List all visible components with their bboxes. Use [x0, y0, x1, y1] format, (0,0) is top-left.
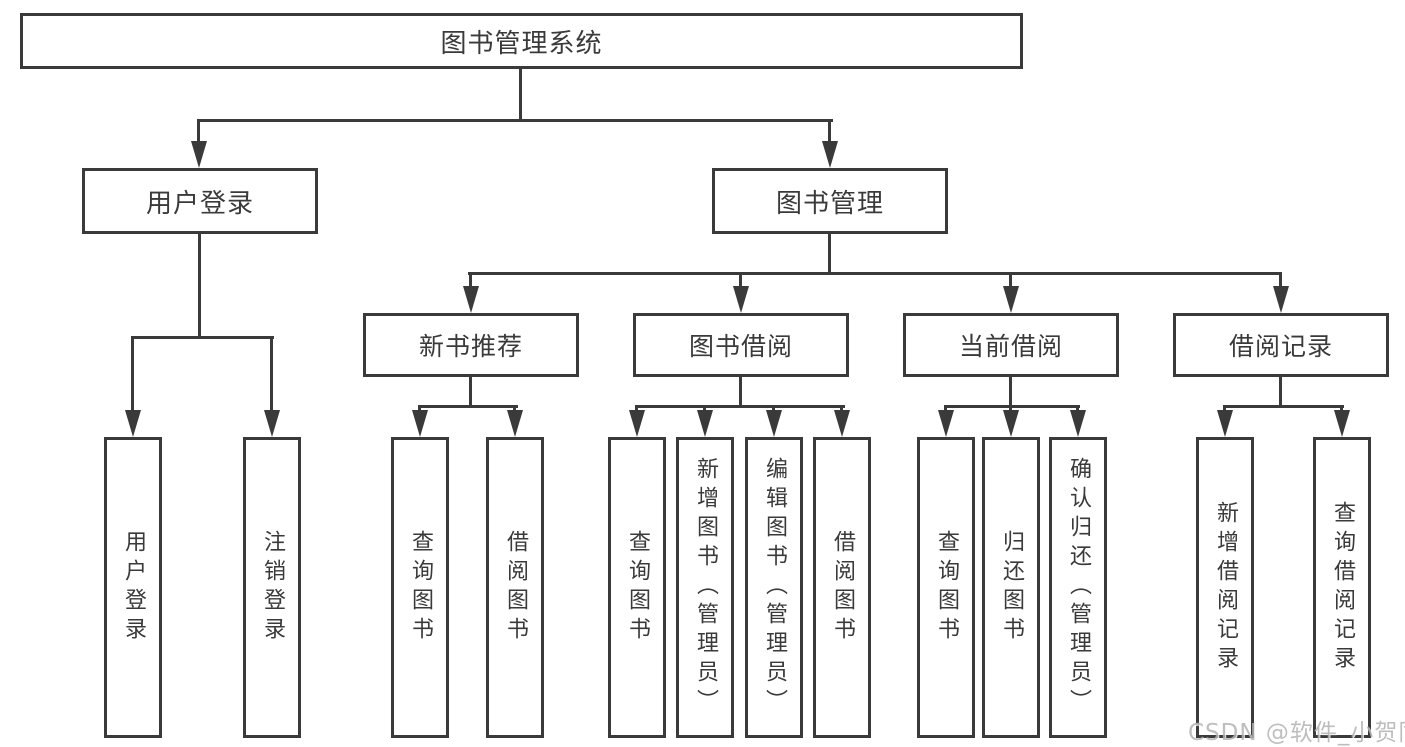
connector-new-book-rail	[418, 405, 518, 408]
connector-book-mgmt-drop-3	[1009, 272, 1012, 288]
node-current-borrow: 当前借阅	[903, 313, 1119, 377]
connector-new-book-stem	[469, 376, 472, 407]
connector-user-login-drop-1	[131, 336, 134, 412]
leaf-cb-return-books: 归还图书	[982, 437, 1040, 738]
connector-root-rail	[197, 119, 833, 122]
arrowhead-nb-borrow	[507, 410, 523, 437]
connector-root-drop-right	[828, 119, 831, 144]
connector-root-drop-left	[197, 119, 200, 144]
connector-user-login-drop-2	[270, 336, 273, 412]
arrowhead-book-borrow	[733, 286, 749, 313]
connector-new-book-drop-2	[513, 405, 516, 413]
connector-current-borrow-stem	[1009, 376, 1012, 407]
connector-user-login-stem	[198, 233, 201, 337]
leaf-nb-borrow-books: 借阅图书	[486, 437, 544, 738]
node-library-management-system: 图书管理系统	[20, 13, 1023, 69]
connector-book-mgmt-drop-1	[469, 272, 472, 288]
connector-current-borrow-drop-3	[1076, 405, 1079, 413]
arrowhead-cb-return	[1003, 410, 1019, 437]
connector-new-book-drop-1	[418, 405, 421, 413]
leaf-nb-query-books: 查询图书	[391, 437, 449, 738]
arrowhead-borrow-records	[1273, 286, 1289, 313]
csdn-watermark: CSDN @软件_小贺同学	[1188, 720, 1405, 746]
arrowhead-bb-edit	[766, 410, 782, 437]
leaf-cb-query-books: 查询图书	[917, 437, 975, 738]
node-book-management: 图书管理	[712, 168, 948, 234]
arrowhead-login	[125, 410, 141, 437]
connector-borrow-records-drop-2	[1340, 405, 1343, 413]
connector-book-borrow-stem	[739, 376, 742, 407]
leaf-bb-edit-books-admin: 编辑图书（管理员）	[745, 437, 803, 738]
connector-borrow-records-drop-1	[1223, 405, 1226, 413]
arrowhead-br-add	[1217, 410, 1233, 437]
connector-current-borrow-rail	[944, 405, 1080, 408]
arrowhead-book-management	[822, 141, 838, 168]
leaf-logout: 注销登录	[243, 437, 301, 738]
connector-borrow-records-rail	[1223, 405, 1344, 408]
leaf-cb-confirm-return-admin: 确认归还（管理员）	[1049, 437, 1107, 738]
connector-current-borrow-drop-2	[1009, 405, 1012, 413]
connector-book-mgmt-rail	[468, 272, 1282, 275]
connector-book-borrow-drop-4	[840, 405, 843, 413]
connector-user-login-rail	[132, 336, 274, 339]
arrowhead-user-login	[191, 141, 207, 168]
arrowhead-bb-query	[629, 410, 645, 437]
leaf-br-add-record: 新增借阅记录	[1196, 437, 1254, 738]
leaf-user-login: 用户登录	[104, 437, 162, 738]
connector-book-mgmt-drop-2	[739, 272, 742, 288]
connector-book-borrow-drop-3	[772, 405, 775, 413]
leaf-bb-add-books-admin: 新增图书（管理员）	[676, 437, 734, 738]
connector-root-stem	[519, 66, 522, 121]
arrowhead-bb-add	[697, 410, 713, 437]
node-borrow-records: 借阅记录	[1173, 313, 1389, 377]
arrowhead-nb-query	[412, 410, 428, 437]
node-new-book-recommend: 新书推荐	[363, 313, 579, 377]
arrowhead-cb-query	[938, 410, 954, 437]
connector-book-borrow-drop-1	[635, 405, 638, 413]
arrowhead-logout	[264, 410, 280, 437]
arrowhead-bb-borrow	[834, 410, 850, 437]
connector-book-mgmt-drop-4	[1279, 272, 1282, 288]
arrowhead-cb-confirm	[1070, 410, 1086, 437]
node-user-login: 用户登录	[82, 168, 318, 234]
connector-borrow-records-stem	[1279, 376, 1282, 407]
node-book-borrow: 图书借阅	[633, 313, 849, 377]
connector-current-borrow-drop-1	[944, 405, 947, 413]
leaf-bb-query-books: 查询图书	[608, 437, 666, 738]
connector-book-mgmt-stem	[828, 233, 831, 275]
leaf-br-query-record: 查询借阅记录	[1313, 437, 1371, 738]
arrowhead-br-query	[1334, 410, 1350, 437]
connector-book-borrow-drop-2	[703, 405, 706, 413]
connector-book-borrow-rail	[635, 405, 845, 408]
leaf-bb-borrow-books: 借阅图书	[813, 437, 871, 738]
arrowhead-current-borrow	[1003, 286, 1019, 313]
arrowhead-new-book	[463, 286, 479, 313]
